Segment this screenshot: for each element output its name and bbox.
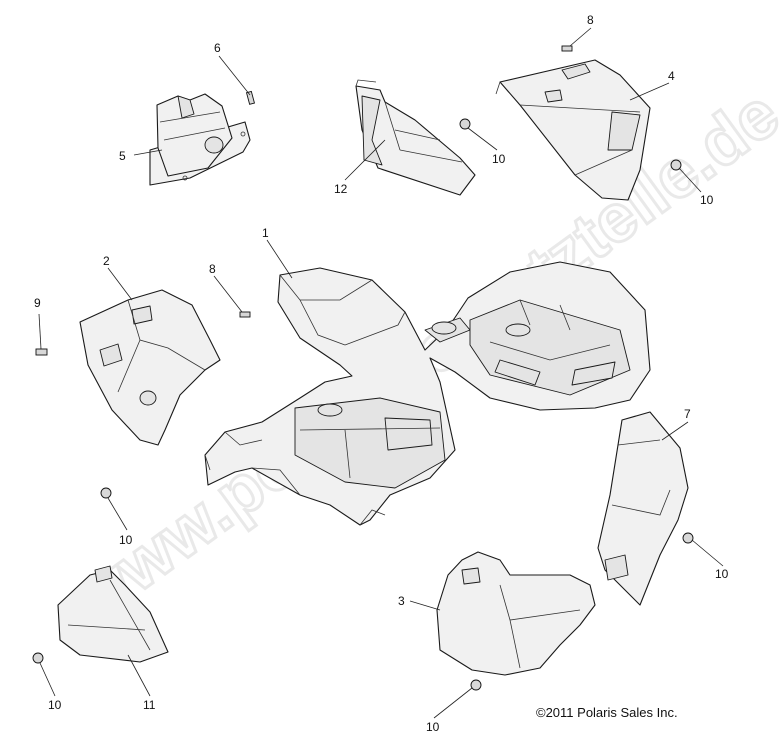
- leader-lines: [38, 27, 724, 719]
- callout-10-b: 10: [700, 193, 714, 207]
- callout-2: 2: [103, 254, 110, 268]
- part-10-rivet-f[interactable]: [470, 679, 482, 691]
- part-10-rivet-b[interactable]: [670, 159, 682, 171]
- callout-10-d: 10: [715, 567, 729, 581]
- part-7-lower-panel[interactable]: [436, 551, 596, 676]
- part-10-rivet-c[interactable]: [100, 487, 112, 499]
- part-9-screw[interactable]: [35, 348, 48, 356]
- callout-10-c: 10: [119, 533, 133, 547]
- callout-10-f: 10: [426, 720, 440, 734]
- copyright-notice: ©2011 Polaris Sales Inc.: [536, 705, 678, 720]
- part-10-rivet-d[interactable]: [682, 532, 694, 544]
- part-5-screw[interactable]: [245, 90, 256, 105]
- callout-1: 1: [262, 226, 269, 240]
- callout-10-a: 10: [492, 152, 506, 166]
- part-12-panel[interactable]: [355, 79, 476, 196]
- callout-8-mid: 8: [209, 262, 216, 276]
- part-1-main-body[interactable]: [204, 261, 651, 526]
- part-3-side-panel[interactable]: [495, 59, 651, 201]
- callout-12: 12: [334, 182, 348, 196]
- part-8-screw-left[interactable]: [239, 311, 251, 318]
- callout-10-e: 10: [48, 698, 62, 712]
- callout-6: 7: [684, 407, 691, 421]
- callout-7: 3: [398, 594, 405, 608]
- callout-11: 11: [143, 698, 156, 712]
- callout-4: 5: [119, 149, 126, 163]
- part-6-side-panel[interactable]: [597, 411, 689, 606]
- callout-numbers: 6 5 8 4 10 10 12 1 2 8 9 10 7 10 3 10 11…: [34, 13, 729, 734]
- part-2-side-panel[interactable]: [79, 289, 221, 446]
- part-10-rivet-e[interactable]: [32, 652, 44, 664]
- callout-5: 6: [214, 41, 221, 55]
- callout-3: 4: [668, 69, 675, 83]
- part-4-cover[interactable]: [149, 93, 251, 186]
- part-8-screw-top[interactable]: [561, 45, 573, 52]
- part-11-lower-panel[interactable]: [57, 565, 169, 663]
- callout-8-top: 8: [587, 13, 594, 27]
- callout-9: 9: [34, 296, 41, 310]
- part-10-rivet-a[interactable]: [459, 118, 471, 130]
